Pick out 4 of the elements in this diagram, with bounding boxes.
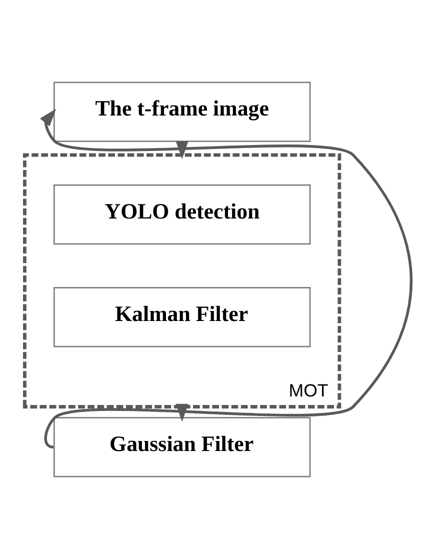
arrow xyxy=(176,404,188,422)
node-box: Kalman Filter xyxy=(53,287,311,348)
node-box: Gaussian Filter xyxy=(53,417,311,478)
node-box: YOLO detection xyxy=(53,184,311,245)
